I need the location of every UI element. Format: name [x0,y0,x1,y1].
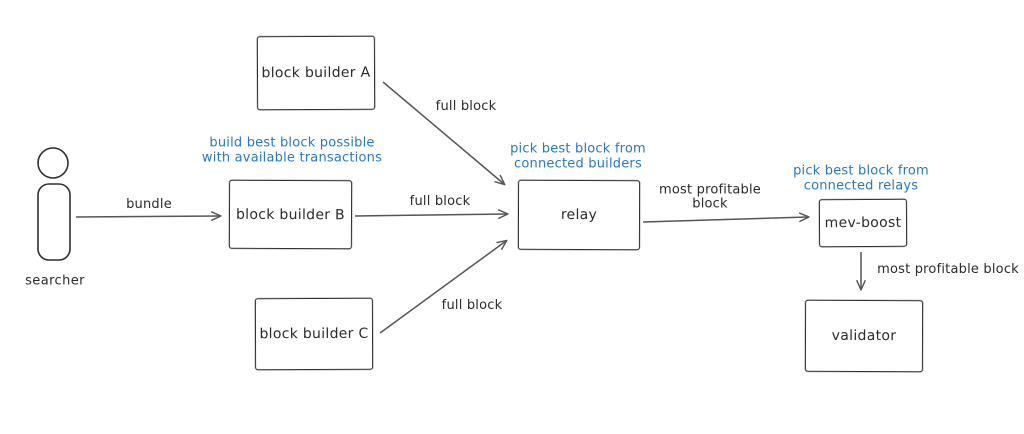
annotation-line: pick best block from [793,163,929,179]
annotation-line: connected relays [803,178,919,193]
arrow-builder-b-to-relay [354,209,509,219]
node-relay: relay [517,179,641,251]
node-label: mev-boost [824,214,902,232]
node-label: block builder A [261,64,371,82]
annotation-line: pick best block from [510,141,646,157]
node-label: validator [831,327,897,345]
edge-label-most-profitable-block-1: most profitable block [659,183,761,210]
edge-label-line: most profitable [659,182,761,198]
arrow-bundle [75,211,222,221]
annotation-build-best-block: build best block possible with available… [202,136,382,165]
node-label: block builder B [235,206,346,223]
edge-label-full-block-c: full block [441,298,503,314]
arrow-builder-a-to-relay [382,81,506,186]
node-mev-boost: mev-boost [818,198,908,248]
edge-label-full-block-a: full block [435,99,497,115]
node-label: relay [560,206,598,224]
person-icon [37,147,71,261]
searcher-label: searcher [25,273,85,289]
node-validator: validator [804,299,924,373]
arrow-builder-c-to-relay [379,239,508,334]
node-label: block builder C [259,325,369,343]
edge-label-bundle: bundle [126,197,172,213]
annotation-pick-best-relays: pick best block from connected relays [793,164,929,193]
node-block-builder-b: block builder B [228,179,353,250]
annotation-line: with available transactions [201,150,383,165]
annotation-line: connected builders [514,156,642,171]
edge-label-most-profitable-block-2: most profitable block [877,262,1019,278]
annotation-line: build best block possible [209,135,375,151]
edge-label-full-block-b: full block [409,194,471,210]
node-block-builder-c: block builder C [254,297,374,371]
node-block-builder-a: block builder A [256,35,376,111]
edge-label-line: block [692,196,728,211]
arrow-relay-to-mevboost [642,212,810,223]
annotation-pick-best-builders: pick best block from connected builders [510,142,646,171]
